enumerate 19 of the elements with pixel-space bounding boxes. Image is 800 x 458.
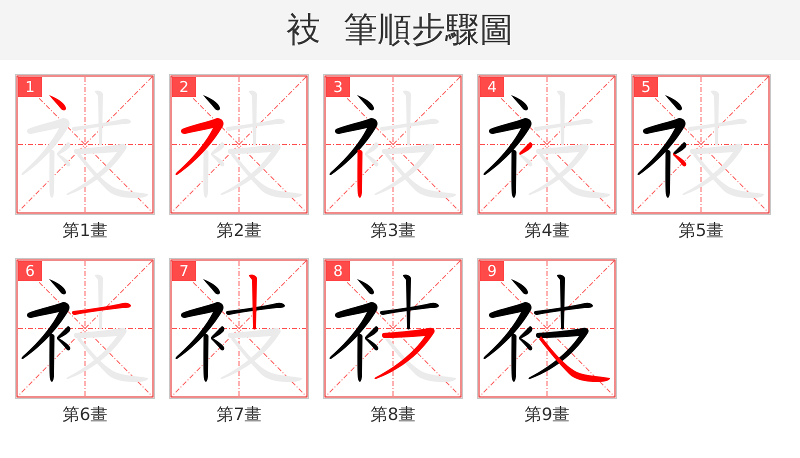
step-caption: 第9畫 [524,405,570,425]
step-caption: 第7畫 [216,405,262,425]
step-number-badge: 9 [480,261,504,281]
step-number-badge: 8 [326,261,350,281]
step-number-badge: 1 [18,77,42,97]
step-caption: 第2畫 [216,221,262,241]
step-caption: 第5畫 [678,221,724,241]
step-caption: 第3畫 [370,221,416,241]
step-caption: 第6畫 [62,405,108,425]
step-caption: 第1畫 [62,221,108,241]
step-number-badge: 5 [634,77,658,97]
step-caption: 第8畫 [370,405,416,425]
step-number-badge: 6 [18,261,42,281]
step-number-badge: 3 [326,77,350,97]
step-caption: 第4畫 [524,221,570,241]
step-number-badge: 2 [172,77,196,97]
title: 衼 筆順步驟圖 [286,10,514,50]
step-number-badge: 7 [172,261,196,281]
step-number-badge: 4 [480,77,504,97]
